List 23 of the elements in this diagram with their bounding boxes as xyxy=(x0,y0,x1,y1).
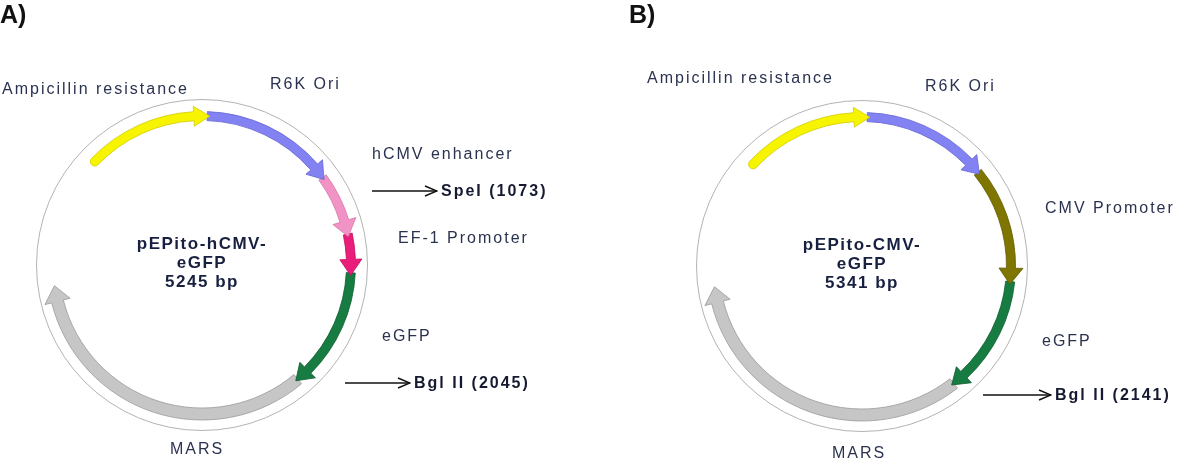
restriction-site-label: Bgl II (2045) xyxy=(410,374,530,392)
feature-label: MARS xyxy=(170,440,225,458)
plasmid-name: pEPito-CMV- eGFP xyxy=(801,235,923,273)
arrow xyxy=(344,377,411,389)
arrow xyxy=(982,389,1052,401)
feature-label: Ampicillin resistance xyxy=(647,69,834,87)
plasmid-name: pEPito-hCMV- eGFP xyxy=(135,234,269,272)
feature-label: MARS xyxy=(832,444,887,462)
plasmid-size: 5341 bp xyxy=(825,273,899,292)
feature-label: Ampicillin resistance xyxy=(2,80,189,98)
restriction-site-label: Bgl II (2141) xyxy=(1051,386,1171,404)
panel-letter: A) xyxy=(0,0,27,28)
feature-label: EF-1 Promoter xyxy=(398,229,529,247)
plasmid-size: 5245 bp xyxy=(165,272,239,291)
feature-label: eGFP xyxy=(382,327,432,345)
feature-label: hCMV enhancer xyxy=(372,145,514,163)
feature-label: R6K Ori xyxy=(270,75,341,93)
feature-label: eGFP xyxy=(1042,332,1092,350)
restriction-site-label: SpeI (1073) xyxy=(437,182,548,200)
arrow xyxy=(371,185,438,197)
feature-label: CMV Promoter xyxy=(1045,199,1175,217)
panel-letter: B) xyxy=(629,0,656,28)
feature-label: R6K Ori xyxy=(925,77,996,95)
